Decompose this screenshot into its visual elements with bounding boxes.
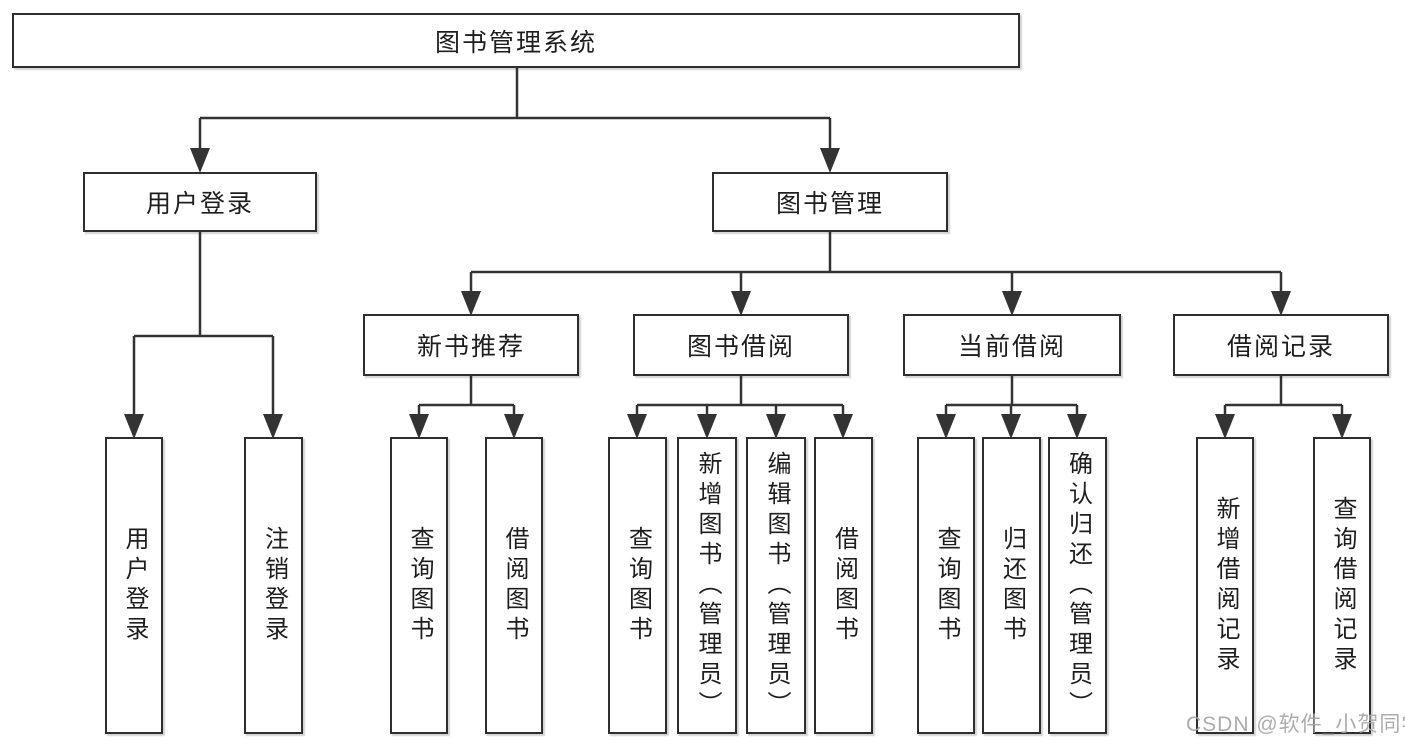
leaf-return-books: 归还图书	[982, 437, 1041, 734]
leaf-query-borrow-record: 查询借阅记录	[1313, 437, 1371, 734]
node-label: 图书管理系统	[434, 28, 597, 57]
arrow-icon	[1271, 291, 1291, 316]
node-label: 用户登录	[121, 525, 148, 646]
node-label: 注销登录	[260, 525, 288, 646]
arrow-icon	[263, 414, 283, 439]
node-label: 查询借阅记录	[1329, 495, 1356, 676]
node-label: 查询图书	[406, 525, 433, 646]
node-new-book-recommendation: 新书推荐	[363, 314, 579, 376]
arrow-icon	[697, 414, 717, 439]
leaf-query-books: 查询图书	[608, 437, 667, 734]
leaf-add-borrow-record: 新增借阅记录	[1196, 437, 1254, 734]
node-label: 当前借阅	[957, 333, 1066, 361]
node-label: 归还图书	[998, 525, 1026, 646]
leaf-confirm-return-admin: 确认归还（管理员）	[1048, 437, 1107, 734]
arrow-icon	[409, 414, 429, 439]
arrow-icon	[731, 291, 751, 316]
arrow-icon	[461, 291, 481, 316]
arrow-icon	[1001, 414, 1021, 439]
leaf-borrow-books: 借阅图书	[814, 437, 873, 734]
node-label: 用户登录	[145, 190, 254, 218]
node-label: 新增图书（管理员）	[694, 450, 721, 721]
node-current-borrowing: 当前借阅	[903, 314, 1121, 376]
node-label: 查询图书	[624, 525, 652, 646]
leaf-query-books: 查询图书	[390, 437, 448, 734]
node-book-borrowing: 图书借阅	[633, 314, 849, 376]
arrow-icon	[820, 148, 840, 173]
arrow-icon	[833, 414, 853, 439]
node-label: 新书推荐	[416, 333, 525, 361]
node-label: 图书借阅	[686, 333, 795, 361]
node-label: 新增借阅记录	[1212, 495, 1239, 676]
node-label: 图书管理	[775, 190, 884, 218]
leaf-query-books: 查询图书	[917, 437, 975, 734]
arrow-icon	[627, 414, 647, 439]
arrow-icon	[124, 414, 144, 439]
node-label: 确认归还（管理员）	[1064, 450, 1092, 721]
csdn-watermark: CSDN @软件_小贺同学	[1186, 713, 1405, 736]
node-label: 借阅记录	[1226, 333, 1335, 361]
arrow-icon	[766, 414, 786, 439]
arrow-icon	[1002, 291, 1022, 316]
arrow-icon	[936, 414, 956, 439]
node-label: 借阅图书	[501, 525, 528, 646]
node-label: 编辑图书（管理员）	[763, 450, 790, 721]
arrow-icon	[1067, 414, 1087, 439]
node-user-login: 用户登录	[83, 172, 317, 232]
arrow-icon	[190, 148, 210, 173]
leaf-borrow-books: 借阅图书	[485, 437, 543, 734]
node-book-management: 图书管理	[712, 172, 948, 232]
node-label: 查询图书	[933, 525, 960, 646]
arrow-icon	[1215, 414, 1235, 439]
arrow-icon	[504, 414, 524, 439]
leaf-edit-books-admin: 编辑图书（管理员）	[746, 437, 806, 734]
leaf-logout: 注销登录	[244, 437, 303, 734]
node-library-management-system: 图书管理系统	[12, 13, 1020, 68]
leaf-add-books-admin: 新增图书（管理员）	[677, 437, 737, 734]
arrow-icon	[1332, 414, 1352, 439]
node-borrowing-records: 借阅记录	[1173, 314, 1389, 376]
node-label: 借阅图书	[830, 525, 858, 646]
leaf-user-login: 用户登录	[105, 437, 163, 734]
